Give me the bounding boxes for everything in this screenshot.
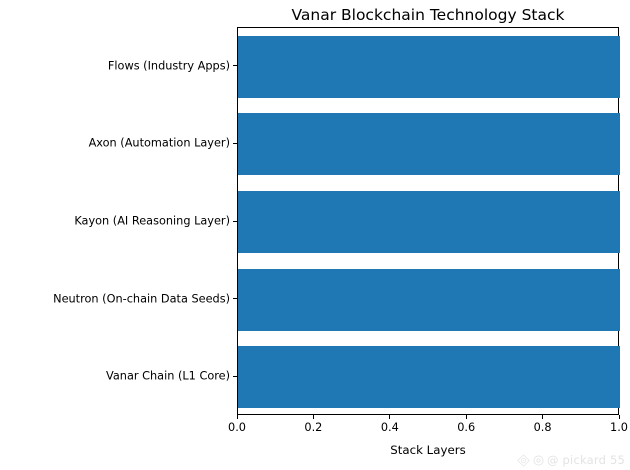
plot-area	[237, 27, 620, 415]
bar[interactable]	[238, 268, 620, 331]
x-axis-tick-mark	[236, 415, 238, 419]
x-axis-tick-mark	[389, 415, 391, 419]
bar[interactable]	[238, 113, 620, 176]
x-axis-label: Stack Layers	[390, 443, 466, 457]
x-axis-tick-label: 1.0	[610, 421, 628, 434]
y-axis-tick-label: Kayon (AI Reasoning Layer)	[74, 214, 230, 228]
y-axis-tick-label: Axon (Automation Layer)	[88, 136, 230, 150]
y-axis-tick-mark	[233, 375, 237, 377]
x-axis-tick-mark	[465, 415, 467, 419]
y-axis-tick-mark	[233, 65, 237, 67]
y-axis-tick-mark	[233, 298, 237, 300]
x-axis-tick-label: 0.6	[457, 421, 476, 434]
chart-title: Vanar Blockchain Technology Stack	[291, 6, 565, 24]
y-axis-tick-label: Neutron (On-chain Data Seeds)	[53, 292, 230, 306]
bar[interactable]	[238, 346, 620, 409]
x-axis-tick-label: 0.0	[228, 421, 246, 434]
y-axis-tick-labels: Flows (Industry Apps) Axon (Automation L…	[0, 0, 230, 470]
x-axis-tick-label: 0.4	[380, 421, 399, 434]
x-axis-tick-mark	[542, 415, 544, 419]
x-axis-tick-mark	[312, 415, 314, 419]
x-axis-tick-mark	[618, 415, 620, 419]
x-axis-tick-label: 0.8	[533, 421, 552, 434]
y-axis-tick-mark	[233, 220, 237, 222]
bar[interactable]	[238, 190, 620, 254]
x-axis-tick-label: 0.2	[304, 421, 323, 434]
bar[interactable]	[238, 35, 620, 98]
y-axis-tick-label: Flows (Industry Apps)	[107, 59, 230, 73]
y-axis-tick-label: Vanar Chain (L1 Core)	[106, 369, 230, 383]
y-axis-tick-mark	[233, 142, 237, 144]
